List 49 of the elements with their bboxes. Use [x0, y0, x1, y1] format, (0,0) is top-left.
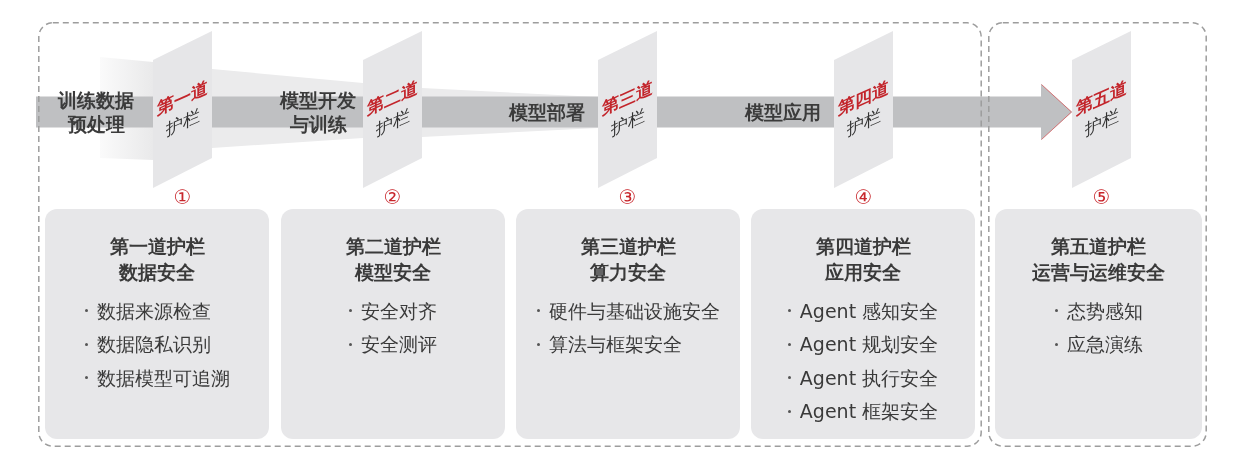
bullet-text: Agent 感知安全: [799, 298, 939, 323]
info-card: [281, 209, 505, 439]
bullet-text: 算法与框架安全: [548, 332, 682, 357]
stage-label: 训练数据预处理: [56, 88, 135, 136]
bullet-text: 安全测评: [361, 332, 437, 357]
bullet-text: 硬件与基础设施安全: [548, 298, 720, 323]
card-subtitle: 运营与运维安全: [1032, 260, 1165, 285]
circled-number: ②: [383, 186, 402, 208]
dashed-group-frame: [988, 22, 1207, 447]
guardrail-panel: [834, 31, 893, 188]
bullet-text: 数据来源检查: [96, 298, 211, 323]
info-card: [995, 209, 1202, 439]
stage-label: 模型应用: [745, 100, 821, 124]
info-card: [751, 209, 975, 439]
guardrail-panel: [363, 31, 422, 188]
card-subtitle: 应用安全: [825, 260, 901, 285]
bullet-text: Agent 执行安全: [799, 365, 939, 390]
card-title: 第一道护栏: [109, 234, 205, 259]
stage-label: 模型部署: [509, 100, 585, 124]
card-subtitle: 数据安全: [119, 260, 195, 285]
bullet-text: 应急演练: [1066, 332, 1143, 357]
guardrail-panel: [598, 31, 657, 188]
dashed-group-frame: [38, 22, 982, 447]
flow-band: [422, 96, 598, 128]
card-title: 第四道护栏: [815, 234, 911, 259]
bullet-text: 安全对齐: [361, 298, 437, 323]
circled-number: ⑤: [1092, 186, 1111, 208]
flow-band: [36, 96, 153, 128]
bullet-text: 数据隐私识别: [96, 332, 211, 357]
bullet-text: Agent 规划安全: [799, 332, 939, 357]
card-subtitle: 模型安全: [355, 260, 431, 285]
bullet-text: Agent 框架安全: [799, 399, 939, 424]
card-title: 第五道护栏: [1051, 234, 1146, 259]
bullet-text: 态势感知: [1066, 298, 1143, 323]
bullet-text: 数据模型可追溯: [96, 365, 230, 390]
card-title: 第三道护栏: [580, 234, 676, 259]
circled-number: ④: [854, 186, 873, 208]
flow-band: [657, 96, 834, 128]
guardrail-panel: [1072, 31, 1131, 188]
stage-label: 模型开发与训练: [278, 88, 357, 136]
guardrail-panel: [153, 31, 212, 188]
card-title: 第二道护栏: [345, 234, 441, 259]
info-card: [45, 209, 269, 439]
circled-number: ①: [173, 186, 192, 208]
flow-arrow: [893, 83, 1073, 141]
info-card: [516, 209, 740, 439]
circled-number: ③: [618, 186, 637, 208]
card-subtitle: 算力安全: [590, 260, 666, 285]
flow-band: [212, 96, 363, 128]
